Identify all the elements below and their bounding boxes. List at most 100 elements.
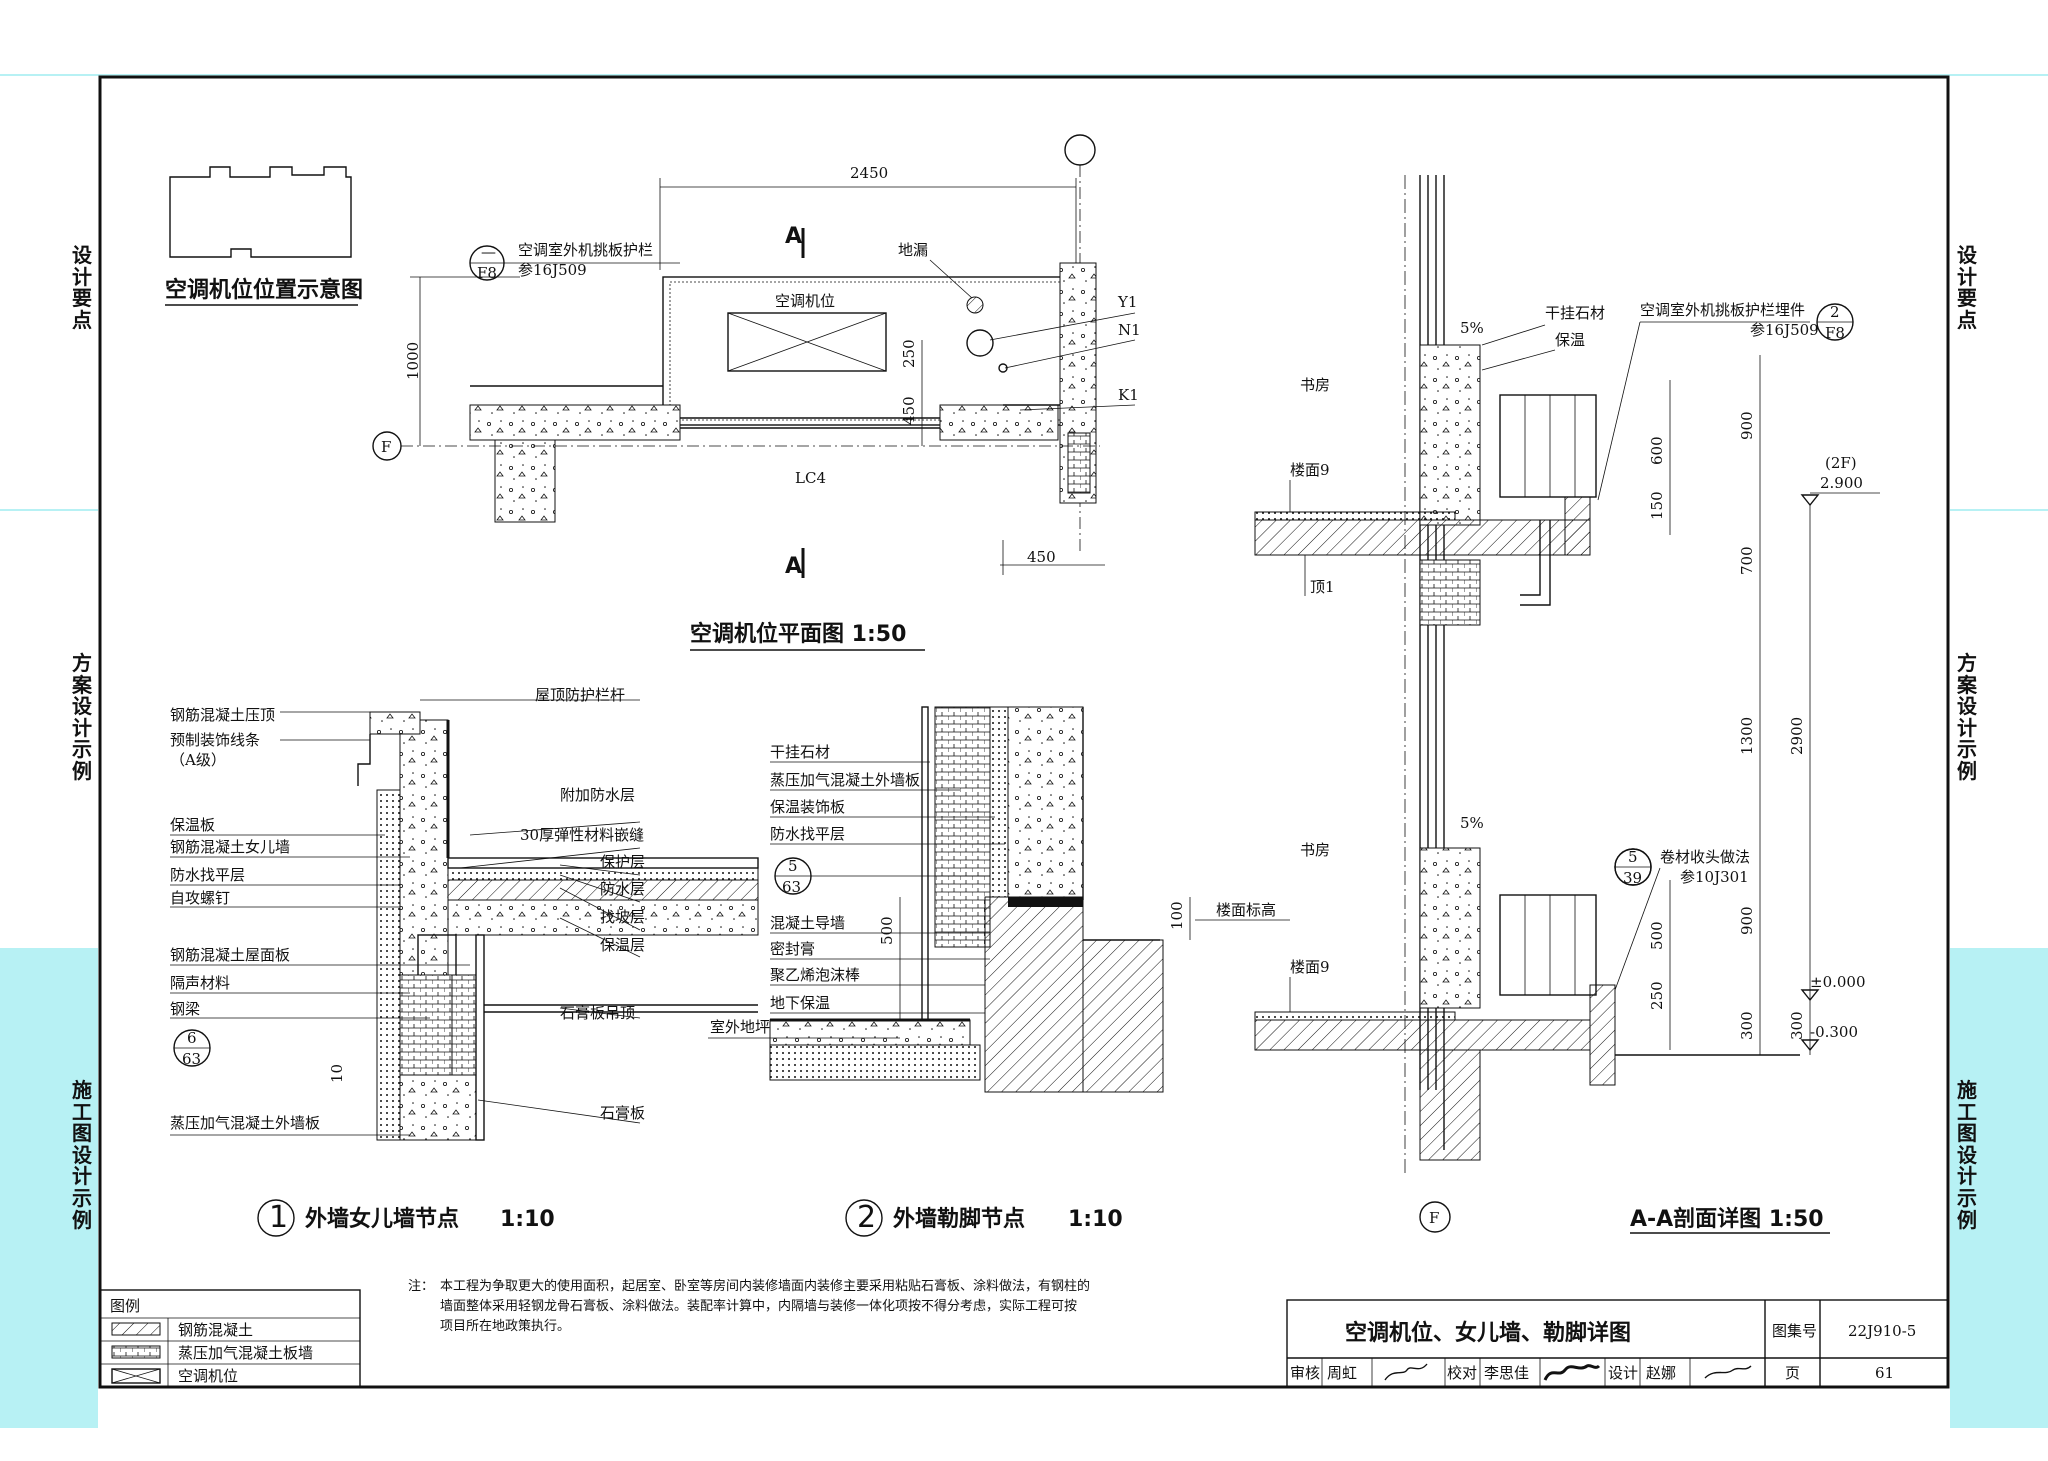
- sec-room-upper: 书房: [1300, 376, 1330, 394]
- side-left-2: 施工图设计示例: [72, 1078, 92, 1232]
- n2-label-0: 干挂石材: [770, 743, 830, 761]
- signature-design: [1704, 1365, 1752, 1379]
- side-left-0: 设计要点: [72, 243, 92, 332]
- side-right-1: 方案设计示例: [1957, 651, 1977, 783]
- n1-label-4: 钢筋混凝土女儿墙: [170, 838, 290, 856]
- n2-dim-b: 100: [1168, 901, 1186, 930]
- note-line-0: 本工程为争取更大的使用面积，起居室、卧室等房间内装修墙面内装修主要采用粘贴石膏板…: [440, 1278, 1090, 1294]
- tb-design: 设计: [1608, 1364, 1638, 1382]
- n1-label-5: 防水找平层: [170, 866, 245, 884]
- sec-dim-2: 150: [1648, 491, 1666, 520]
- n1-rlabel-1: 附加防水层: [560, 786, 635, 804]
- tb-checker: 李思佳: [1484, 1364, 1529, 1382]
- sec-dim-8: 300: [1738, 1011, 1756, 1040]
- n2-detail-sheet: 63: [782, 878, 801, 896]
- sec-slope-lower: 5%: [1460, 814, 1484, 832]
- n2-label-6: 聚乙烯泡沫棒: [770, 966, 860, 984]
- sec-insulation: 保温: [1555, 331, 1585, 349]
- sec-dim-1: 600: [1648, 436, 1666, 465]
- sec-dim-6: 500: [1648, 921, 1666, 950]
- signature-check: [1543, 1364, 1601, 1381]
- plan-railing-ref: 参16J509: [518, 261, 587, 279]
- plan-detail-sheet: F8: [477, 264, 497, 282]
- sec-floor-lower: 楼面9: [1290, 958, 1330, 976]
- plan-grid-f: F: [381, 438, 391, 456]
- tb-page-no: 61: [1875, 1364, 1894, 1382]
- tb-title: 空调机位、女儿墙、勒脚详图: [1345, 1320, 1631, 1346]
- n2-label-8: 室外地坪: [710, 1018, 770, 1036]
- side-right-0: 设计要点: [1957, 243, 1977, 332]
- n2-detail-num: 5: [788, 857, 798, 875]
- plan-section-bottom: A: [785, 554, 802, 579]
- sec-membrane-num: 5: [1628, 848, 1638, 866]
- sec-slope-upper: 5%: [1460, 319, 1484, 337]
- sec-dim-3: 700: [1738, 546, 1756, 575]
- side-left-1: 方案设计示例: [72, 651, 92, 783]
- pipe-y1: Y1: [1117, 293, 1137, 311]
- n1-rlabel-4: 防水层: [600, 880, 645, 898]
- sec-level-neg: -0.300: [1810, 1023, 1858, 1041]
- node1-parapet: 钢筋混凝土压顶 预制装饰线条 （A级） 保温板 钢筋混凝土女儿墙 防水找平层 自…: [170, 686, 759, 1237]
- n2-label-3: 防水找平层: [770, 825, 845, 843]
- sec-membrane-ref: 参10J301: [1680, 868, 1749, 886]
- note-prefix: 注：: [408, 1279, 434, 1294]
- sec-railing-ref: 参16J509: [1750, 321, 1819, 339]
- plan-detail-num: —: [481, 243, 496, 261]
- n1-dim: 10: [328, 1064, 346, 1083]
- n1-num: 1: [269, 1200, 288, 1235]
- key-plan: 空调机位位置示意图: [165, 166, 363, 306]
- n1-rlabel-6: 保温层: [600, 936, 645, 954]
- plan-dim-small-b: 450: [900, 396, 918, 425]
- legend-title: 图例: [110, 1297, 140, 1315]
- n1-label-3: 保温板: [170, 816, 215, 834]
- n1-label-8: 隔声材料: [170, 974, 230, 992]
- pipe-k1: K1: [1118, 386, 1139, 404]
- tb-atlas-no: 22J910-5: [1848, 1322, 1916, 1340]
- n1-rlabel-3: 保护层: [600, 853, 645, 871]
- n1-detail-sheet: 63: [182, 1050, 201, 1068]
- ac-plan: 2450 空调机位 地漏 LC4 F 1000: [372, 134, 1141, 651]
- legend-item-2: 空调机位: [178, 1367, 238, 1385]
- plan-dim-small-a: 250: [900, 339, 918, 368]
- n2-title: 外墙勒脚节点: [893, 1206, 1025, 1232]
- accent-band-left: [0, 948, 98, 1428]
- plan-window: LC4: [795, 469, 826, 487]
- n2-scale: 1:10: [1068, 1207, 1123, 1232]
- n1-label-1: 预制装饰线条: [170, 731, 260, 749]
- sec-membrane: 卷材收头做法: [1660, 848, 1750, 866]
- sec-level-2f: (2F): [1825, 454, 1857, 472]
- sec-ceiling: 顶1: [1310, 578, 1335, 596]
- sec-title: A-A剖面详图 1:50: [1630, 1206, 1824, 1232]
- sec-level-2f-val: 2.900: [1820, 474, 1863, 492]
- plan-drain: 地漏: [898, 241, 928, 259]
- key-plan-title: 空调机位位置示意图: [165, 277, 363, 303]
- n1-rlabel-2: 30厚弹性材料嵌缝: [520, 826, 644, 844]
- sec-room-lower: 书房: [1300, 841, 1330, 859]
- tb-designer: 赵娜: [1646, 1364, 1676, 1382]
- sec-floor-upper: 楼面9: [1290, 461, 1330, 479]
- title-block: 空调机位、女儿墙、勒脚详图 图集号 22J910-5 审核 周虹 校对 李思佳 …: [1286, 1299, 1949, 1388]
- tb-page-label: 页: [1785, 1364, 1800, 1382]
- node2-plinth: 干挂石材 蒸压加气混凝土外墙板 保温装饰板 防水找平层 混凝土导墙 密封膏 聚乙…: [708, 706, 1290, 1237]
- tb-atlas-label: 图集号: [1772, 1322, 1817, 1340]
- plan-dim-left: 1000: [404, 342, 422, 380]
- sec-stone: 干挂石材: [1545, 304, 1605, 322]
- n1-label-10: 蒸压加气混凝土外墙板: [170, 1114, 320, 1132]
- n1-title: 外墙女儿墙节点: [305, 1206, 459, 1232]
- n1-scale: 1:10: [500, 1207, 555, 1232]
- sec-railing-sheet: F8: [1825, 324, 1845, 342]
- accent-band-right: [1950, 948, 2048, 1428]
- n2-label-7: 地下保温: [770, 994, 830, 1012]
- membrane-ref-circle: 5 39: [1614, 848, 1652, 887]
- legend-item-0: 钢筋混凝土: [178, 1321, 253, 1339]
- sec-dim-4: 1300: [1738, 717, 1756, 755]
- sec-dim-0: 900: [1738, 411, 1756, 440]
- n1-label-7: 钢筋混凝土屋面板: [170, 946, 290, 964]
- pipe-n1: N1: [1118, 321, 1141, 339]
- note-line-1: 墙面整体采用轻钢龙骨石膏板、涂料做法。装配率计算中，内隔墙与装修一体化项按不得分…: [440, 1298, 1077, 1314]
- sec-railing-num: 2: [1830, 303, 1840, 321]
- sec-dim-10: 2900: [1788, 717, 1806, 755]
- n1-label-2: （A级）: [170, 751, 226, 769]
- sec-membrane-sheet: 39: [1623, 869, 1642, 887]
